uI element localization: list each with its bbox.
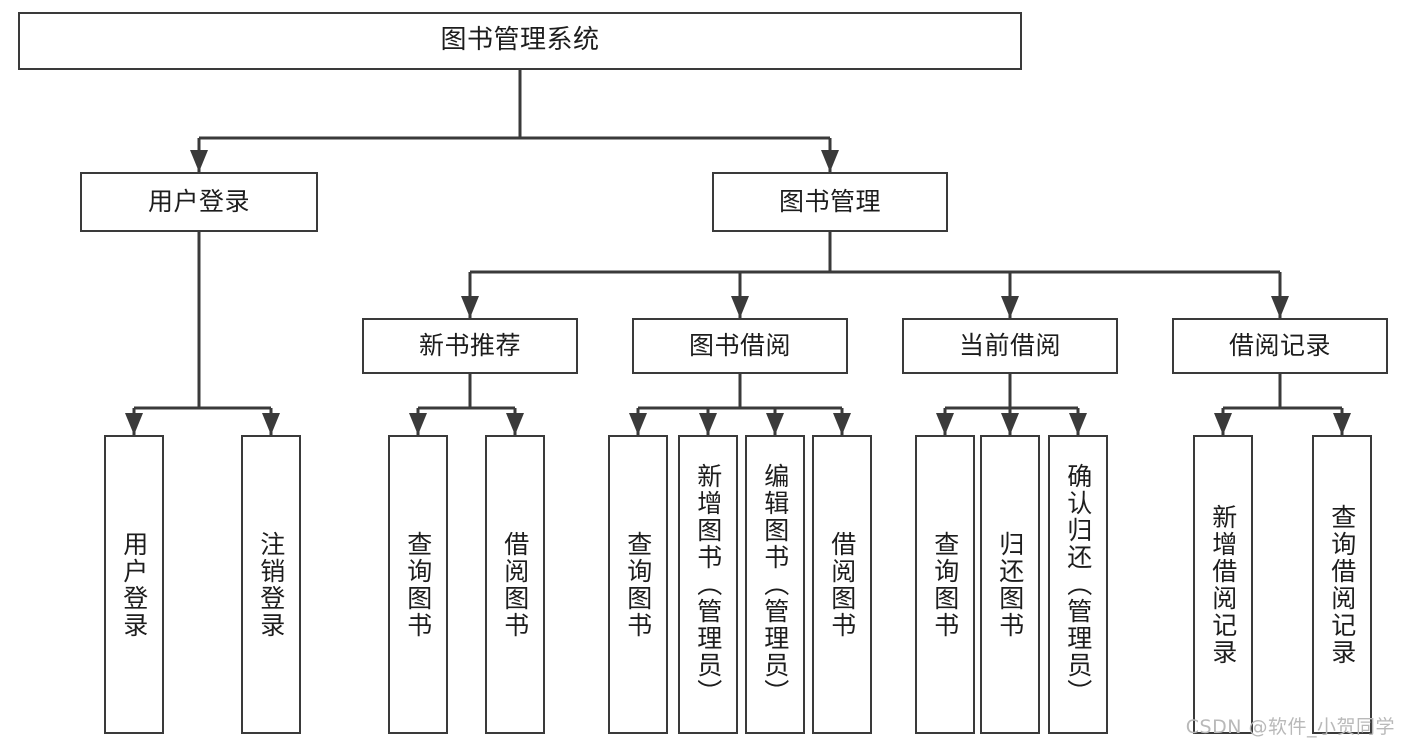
node-leaf-query-book-borrow[interactable]: 查询图书 — [608, 435, 668, 734]
node-leaf-logout[interactable]: 注销登录 — [241, 435, 301, 734]
node-label: 新书推荐 — [418, 330, 521, 360]
node-label: 图书借阅 — [688, 330, 791, 360]
node-borrow-record[interactable]: 借阅记录 — [1172, 318, 1388, 374]
node-label: 确认归还（管理员） — [1063, 463, 1093, 706]
node-label: 用户登录 — [147, 186, 250, 216]
watermark: CSDN @软件_小贺同学 — [1185, 716, 1395, 738]
node-label: 归还图书 — [995, 530, 1025, 639]
node-label: 编辑图书（管理员） — [760, 463, 790, 706]
node-label: 借阅图书 — [827, 530, 857, 639]
node-label: 新增借阅记录 — [1208, 503, 1238, 666]
node-root[interactable]: 图书管理系统 — [18, 12, 1022, 70]
node-label: 图书管理系统 — [440, 25, 600, 56]
node-new-book-recommend[interactable]: 新书推荐 — [362, 318, 578, 374]
node-current-borrow[interactable]: 当前借阅 — [902, 318, 1118, 374]
node-label: 查询借阅记录 — [1327, 503, 1357, 666]
node-leaf-return-book[interactable]: 归还图书 — [980, 435, 1040, 734]
node-book-borrow[interactable]: 图书借阅 — [632, 318, 848, 374]
node-leaf-add-book[interactable]: 新增图书（管理员） — [678, 435, 738, 734]
node-leaf-query-book-recommend[interactable]: 查询图书 — [388, 435, 448, 734]
node-label: 借阅记录 — [1228, 330, 1331, 360]
node-label: 查询图书 — [623, 530, 653, 639]
node-leaf-edit-book[interactable]: 编辑图书（管理员） — [745, 435, 805, 734]
node-book-manage[interactable]: 图书管理 — [712, 172, 948, 232]
node-label: 借阅图书 — [500, 530, 530, 639]
node-leaf-borrow-book-recommend[interactable]: 借阅图书 — [485, 435, 545, 734]
node-leaf-query-borrow-record[interactable]: 查询借阅记录 — [1312, 435, 1372, 734]
node-leaf-user-login[interactable]: 用户登录 — [104, 435, 164, 734]
node-label: 用户登录 — [119, 530, 149, 639]
node-leaf-add-borrow-record[interactable]: 新增借阅记录 — [1193, 435, 1253, 734]
node-label: 查询图书 — [930, 530, 960, 639]
node-leaf-confirm-return[interactable]: 确认归还（管理员） — [1048, 435, 1108, 734]
node-label: 当前借阅 — [958, 330, 1061, 360]
node-label: 图书管理 — [778, 186, 881, 216]
node-leaf-borrow-book[interactable]: 借阅图书 — [812, 435, 872, 734]
node-label: 查询图书 — [403, 530, 433, 639]
node-user-login[interactable]: 用户登录 — [80, 172, 318, 232]
node-leaf-query-book-current[interactable]: 查询图书 — [915, 435, 975, 734]
node-label: 新增图书（管理员） — [693, 463, 723, 706]
node-label: 注销登录 — [256, 530, 286, 639]
